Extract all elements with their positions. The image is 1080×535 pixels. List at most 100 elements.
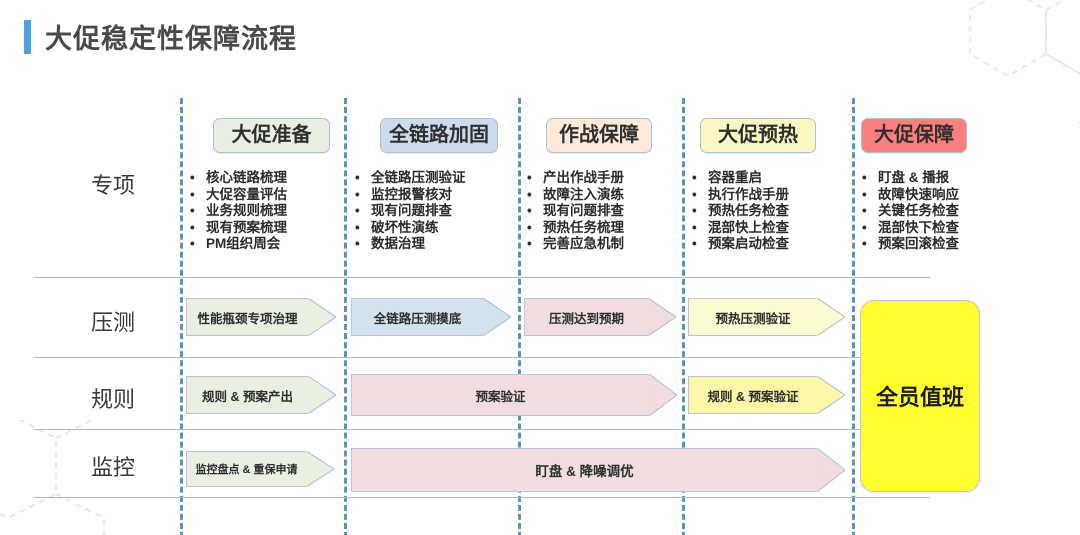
- rules-arrow-3[interactable]: 规则 & 预案验证: [688, 376, 845, 414]
- phase-items-5: •盯盘 & 播报 •故障快速响应 •关键任务检查 •混部快下检查 •预案回滚检查: [862, 170, 959, 253]
- all-hands-standby-box[interactable]: 全员值班: [860, 300, 980, 492]
- list-item: •混部快上检查: [692, 219, 789, 235]
- list-item: •故障快速响应: [862, 186, 959, 202]
- phase-header-4[interactable]: 大促预热: [700, 118, 816, 153]
- page-title: 大促稳定性保障流程: [24, 17, 297, 56]
- stress-arrow-1-label: 性能瓶颈专项治理: [186, 298, 308, 336]
- bullet-icon: •: [692, 236, 697, 252]
- list-item: •混部快下检查: [862, 219, 959, 235]
- monitor-arrow-1-label: 监控盘点 & 重保申请: [186, 451, 306, 487]
- bullet-icon: •: [692, 203, 697, 219]
- monitor-arrow-2[interactable]: 盯盘 & 降噪调优: [351, 448, 845, 492]
- list-item: •数据治理: [355, 236, 425, 252]
- arrow-head-icon: [308, 298, 336, 336]
- bullet-icon: •: [355, 203, 360, 219]
- list-item: •预案启动检查: [692, 236, 789, 252]
- list-item: •容器重启: [692, 170, 762, 185]
- arrow-head-icon: [306, 451, 334, 487]
- bullet-icon: •: [355, 219, 360, 235]
- monitor-arrow-2-label: 盯盘 & 降噪调优: [351, 448, 817, 492]
- bullet-icon: •: [355, 186, 360, 202]
- list-item: •现有问题排查: [527, 203, 624, 219]
- bullet-icon: •: [190, 186, 195, 202]
- list-item: •核心链路梳理: [190, 170, 287, 185]
- list-item: •完善应急机制: [527, 236, 624, 252]
- monitor-arrow-1[interactable]: 监控盘点 & 重保申请: [186, 451, 334, 487]
- rules-arrow-1[interactable]: 规则 & 预案产出: [186, 376, 336, 414]
- arrow-head-icon: [648, 298, 676, 336]
- list-item: •PM组织周会: [190, 236, 281, 252]
- list-item: •全链路压测验证: [355, 170, 466, 185]
- row-separator-2: [34, 357, 930, 358]
- phase-divider-3: [518, 98, 521, 535]
- bullet-icon: •: [527, 170, 532, 185]
- list-item: •预案回滚检查: [862, 236, 959, 252]
- title-text: 大促稳定性保障流程: [45, 24, 297, 54]
- rules-arrow-3-label: 规则 & 预案验证: [688, 376, 817, 414]
- list-item: •现有预案梳理: [190, 219, 287, 235]
- row-label-yace: 压测: [90, 310, 135, 335]
- phase-header-3[interactable]: 作战保障: [546, 118, 652, 153]
- list-item: •产出作战手册: [527, 170, 624, 185]
- phase-items-1: •核心链路梳理 •大促容量评估 •业务规则梳理 •现有预案梳理 •PM组织周会: [190, 170, 287, 253]
- bullet-icon: •: [862, 219, 867, 235]
- bullet-icon: •: [527, 186, 532, 202]
- bullet-icon: •: [355, 170, 360, 185]
- phase-items-2: •全链路压测验证 •监控报警核对 •现有问题排查 •破坏性演练 •数据治理: [355, 170, 466, 253]
- bullet-icon: •: [527, 203, 532, 219]
- bullet-icon: •: [862, 203, 867, 219]
- stress-arrow-2[interactable]: 全链路压测摸底: [351, 298, 511, 336]
- phase-divider-1: [180, 98, 183, 535]
- bullet-icon: •: [190, 219, 195, 235]
- bullet-icon: •: [355, 236, 360, 252]
- phase-divider-5: [852, 98, 855, 535]
- bullet-icon: •: [862, 170, 867, 185]
- arrow-head-icon: [308, 376, 336, 414]
- row-separator-4: [34, 497, 930, 498]
- list-item: •执行作战手册: [692, 186, 789, 202]
- arrow-head-icon: [817, 298, 845, 336]
- bullet-icon: •: [692, 186, 697, 202]
- row-label-zhuanxiang: 专项: [90, 173, 135, 198]
- phase-items-4: •容器重启 •执行作战手册 •预热任务检查 •混部快上检查 •预案启动检查: [692, 170, 789, 253]
- list-item: •关键任务检查: [862, 203, 959, 219]
- stress-arrow-1[interactable]: 性能瓶颈专项治理: [186, 298, 336, 336]
- phase-header-1[interactable]: 大促准备: [213, 118, 330, 153]
- bullet-icon: •: [527, 219, 532, 235]
- phase-divider-2: [344, 98, 347, 535]
- bullet-icon: •: [190, 203, 195, 219]
- rules-arrow-1-label: 规则 & 预案产出: [186, 376, 308, 414]
- hexagon-decoration-top-right: [950, 0, 1080, 125]
- bullet-icon: •: [190, 236, 195, 252]
- list-item: •大促容量评估: [190, 186, 287, 202]
- rules-arrow-2-label: 预案验证: [351, 374, 649, 416]
- stress-arrow-4[interactable]: 预热压测验证: [688, 298, 845, 336]
- row-separator-1: [34, 277, 930, 278]
- phase-header-2[interactable]: 全链路加固: [380, 118, 498, 153]
- bullet-icon: •: [190, 170, 195, 185]
- stress-arrow-3-label: 压测达到预期: [524, 298, 648, 336]
- bullet-icon: •: [527, 236, 532, 252]
- arrow-head-icon: [483, 298, 511, 336]
- list-item: •预热任务梳理: [527, 219, 624, 235]
- bullet-icon: •: [692, 170, 697, 185]
- list-item: •预热任务检查: [692, 203, 789, 219]
- list-item: •监控报警核对: [355, 186, 452, 202]
- title-accent-bar: [24, 19, 31, 54]
- phase-divider-4: [682, 98, 685, 535]
- arrow-head-icon: [649, 374, 677, 416]
- arrow-head-icon: [817, 376, 845, 414]
- list-item: •现有问题排查: [355, 203, 452, 219]
- list-item: •盯盘 & 播报: [862, 170, 950, 185]
- bullet-icon: •: [862, 186, 867, 202]
- stress-arrow-3[interactable]: 压测达到预期: [524, 298, 676, 336]
- phase-header-5[interactable]: 大促保障: [861, 118, 967, 153]
- bullet-icon: •: [862, 236, 867, 252]
- list-item: •故障注入演练: [527, 186, 624, 202]
- arrow-head-icon: [817, 448, 845, 492]
- row-label-jiankong: 监控: [90, 455, 135, 480]
- phase-items-3: •产出作战手册 •故障注入演练 •现有问题排查 •预热任务梳理 •完善应急机制: [527, 170, 624, 253]
- rules-arrow-2[interactable]: 预案验证: [351, 374, 677, 416]
- row-label-guize: 规则: [90, 387, 135, 412]
